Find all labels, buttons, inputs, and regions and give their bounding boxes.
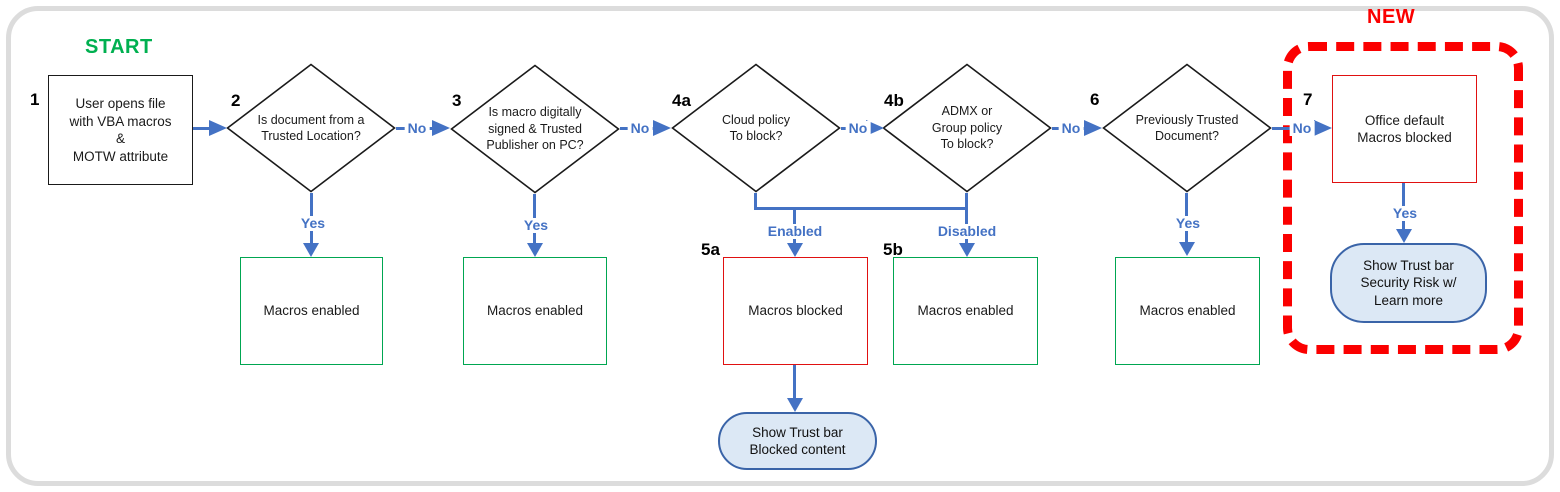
step3-number: 3 (452, 91, 462, 110)
connector-5a-pill (793, 365, 796, 400)
edge-label-yes-d6: Yes (1172, 216, 1204, 231)
edge-label-no-d2: No (404, 121, 430, 136)
arrowhead-right-icon (866, 120, 884, 136)
trust-bar-security-risk-pill: Show Trust bar Security Risk w/ Learn mo… (1330, 243, 1487, 323)
edge-label-yes-d3: Yes (520, 218, 552, 233)
macros-enabled-text: Macros enabled (1139, 303, 1236, 319)
decision4b-group-policy: ADMX or Group policy To block? (882, 63, 1052, 193)
edge-label-disabled: Disabled (934, 224, 1000, 239)
diamond-shape (882, 63, 1052, 193)
macros-enabled-box-d2: Macros enabled (240, 257, 383, 365)
arrowhead-down-icon (1396, 229, 1412, 243)
edge-label-no-d3: No (627, 121, 653, 136)
edge-label-no-d4b: No (1058, 121, 1084, 136)
connector-disabled-drop (965, 193, 968, 243)
decision2-text: Is document from a Trusted Location? (257, 112, 365, 144)
arrowhead-down-icon (1179, 242, 1195, 256)
edge-label-yes-step7: Yes (1389, 206, 1421, 221)
step7-text: Office default Macros blocked (1357, 112, 1452, 146)
step7-number: 7 (1303, 90, 1313, 109)
edge-label-yes-d2: Yes (297, 216, 329, 231)
diamond-shape (450, 64, 620, 194)
arrowhead-right-icon (1084, 120, 1102, 136)
decision3-text: Is macro digitally signed & Trusted Publ… (486, 105, 584, 153)
edge-label-no-d4a: No (845, 121, 871, 136)
trust-bar-blocked-text: Show Trust bar Blocked content (749, 424, 846, 458)
step4a-number: 4a (672, 91, 691, 110)
macros-blocked-box-5a: Macros blocked (723, 257, 868, 365)
step1-number: 1 (30, 90, 40, 109)
macros-enabled-text: Macros enabled (486, 303, 584, 319)
flowchart-outer-frame (6, 6, 1554, 486)
arrowhead-right-icon (653, 120, 671, 136)
step6-number: 6 (1090, 90, 1100, 109)
step2-number: 2 (231, 91, 241, 110)
decision4b-text: ADMX or Group policy To block? (931, 104, 1003, 152)
macros-enabled-box-5b: Macros enabled (893, 257, 1038, 365)
decision4a-text: Cloud policy To block? (721, 112, 791, 144)
start-label: START (85, 36, 153, 58)
decision2-trusted-location: Is document from a Trusted Location? (226, 63, 396, 193)
step5a-number: 5a (701, 240, 720, 259)
trust-bar-blocked-pill: Show Trust bar Blocked content (718, 412, 877, 470)
connector-d4a-stub (754, 193, 757, 210)
diamond-shape (1102, 63, 1272, 193)
diamond-shape (226, 63, 396, 193)
arrowhead-down-icon (303, 243, 319, 257)
step4b-number: 4b (884, 91, 904, 110)
arrowhead-down-icon (787, 398, 803, 412)
arrowhead-right-icon (1314, 120, 1332, 136)
trust-bar-security-risk-text: Show Trust bar Security Risk w/ Learn mo… (1360, 257, 1457, 308)
step1-text: User opens file with VBA macros & MOTW a… (69, 96, 172, 164)
macros-blocked-text: Macros blocked (748, 303, 843, 319)
edge-label-no-d6: No (1289, 121, 1315, 136)
diamond-shape (671, 63, 841, 193)
new-dashed-outline (1283, 42, 1523, 354)
arrowhead-down-icon (959, 243, 975, 257)
arrowhead-right-icon (432, 120, 450, 136)
macros-enabled-text: Macros enabled (917, 303, 1014, 319)
arrowhead-down-icon (787, 243, 803, 257)
decision6-text: Previously Trusted Document? (1135, 112, 1239, 144)
new-label: NEW (1367, 6, 1416, 28)
arrowhead-right-icon (209, 120, 227, 136)
connector-elbow-bar (754, 207, 968, 210)
decision3-signed-trusted-publisher: Is macro digitally signed & Trusted Publ… (450, 64, 620, 194)
step7-office-default-box: Office default Macros blocked (1332, 75, 1477, 183)
arrowhead-down-icon (527, 243, 543, 257)
edge-label-enabled: Enabled (764, 224, 826, 239)
macros-enabled-text: Macros enabled (263, 303, 360, 319)
macros-enabled-box-d3: Macros enabled (463, 257, 607, 365)
decision4a-cloud-policy: Cloud policy To block? (671, 63, 841, 193)
connector-step1-d2 (193, 127, 215, 130)
step1-user-opens-file-box: User opens file with VBA macros & MOTW a… (48, 75, 193, 185)
macros-enabled-box-d6: Macros enabled (1115, 257, 1260, 365)
decision6-previously-trusted: Previously Trusted Document? (1102, 63, 1272, 193)
step5b-number: 5b (883, 240, 903, 259)
